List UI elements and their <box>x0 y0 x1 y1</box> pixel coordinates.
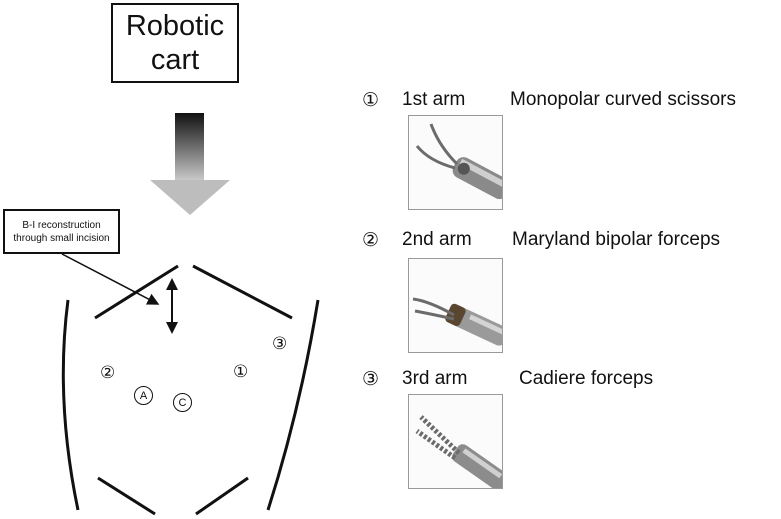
robotic-cart-label-line1: Robotic <box>125 10 225 42</box>
arm3-number: ③ <box>362 369 380 390</box>
arm3-instrument: Cadiere forceps <box>519 368 654 389</box>
left-inguinal-line <box>97 476 156 516</box>
arm1-name: 1st arm <box>402 89 466 110</box>
arm2-name: 2nd arm <box>402 229 472 250</box>
right-costal-margin <box>192 264 293 320</box>
right-inguinal-line <box>195 476 249 516</box>
maryland-forceps-icon <box>408 258 503 353</box>
robotic-cart-label-line2: cart <box>150 44 200 76</box>
port-assistant-marker: A <box>134 386 153 405</box>
reconstruction-note-line2: through small incision <box>13 232 110 244</box>
robotic-cart-box: Robotic cart <box>111 3 239 83</box>
left-flank-line <box>61 299 80 511</box>
arm2-number: ② <box>362 230 380 251</box>
port-arm3-marker: ③ <box>272 334 288 354</box>
port-assistant-label: A <box>139 389 148 402</box>
arm1-instrument: Monopolar curved scissors <box>510 89 736 110</box>
port-camera-marker: C <box>173 393 192 412</box>
right-flank-line <box>266 299 320 511</box>
port-arm2-marker: ② <box>100 363 116 383</box>
port-camera-label: C <box>178 396 187 409</box>
reconstruction-note-line1: B-I reconstruction <box>22 219 101 231</box>
arm1-number: ① <box>362 90 380 111</box>
torso-outline <box>61 264 320 516</box>
cadiere-forceps-icon <box>408 394 503 489</box>
note-pointer-line <box>61 253 160 305</box>
port-arm1-marker: ① <box>233 362 249 382</box>
scissors-icon <box>408 115 503 210</box>
reconstruction-note-box: B-I reconstruction through small incisio… <box>3 209 120 254</box>
cart-direction-arrow <box>150 113 230 215</box>
arm3-name: 3rd arm <box>402 368 468 389</box>
arm2-instrument: Maryland bipolar forceps <box>512 229 721 250</box>
